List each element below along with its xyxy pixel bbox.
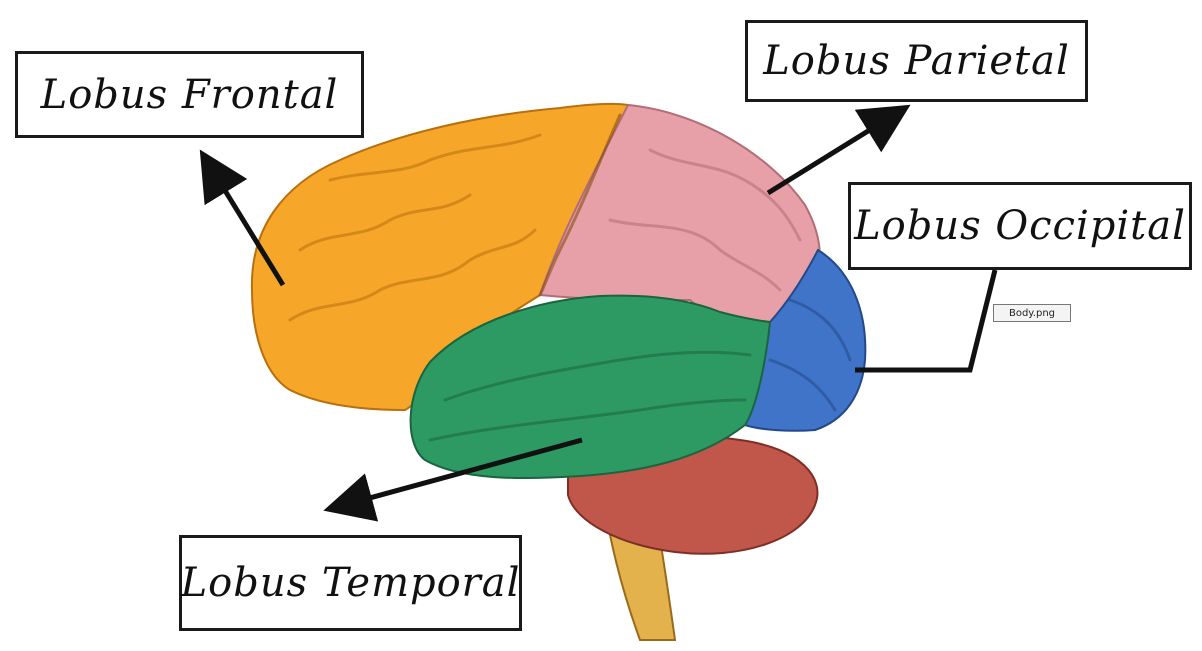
occipital-leader-line: [855, 270, 995, 370]
occipital-lobe-label: Lobus Occipital: [848, 182, 1192, 270]
parietal-lobe-label-text: Lobus Parietal: [763, 38, 1070, 84]
frontal-lobe-label: Lobus Frontal: [15, 51, 364, 138]
file-name-text: Body.png: [1009, 308, 1055, 319]
temporal-lobe-label-text: Lobus Temporal: [181, 560, 521, 606]
temporal-lobe-label: Lobus Temporal: [179, 535, 522, 631]
parietal-lobe-label: Lobus Parietal: [745, 20, 1088, 102]
file-name-chip[interactable]: Body.png: [993, 304, 1071, 322]
frontal-lobe-label-text: Lobus Frontal: [41, 72, 339, 118]
occipital-lobe-label-text: Lobus Occipital: [854, 203, 1186, 249]
parietal-arrow: [768, 110, 902, 193]
